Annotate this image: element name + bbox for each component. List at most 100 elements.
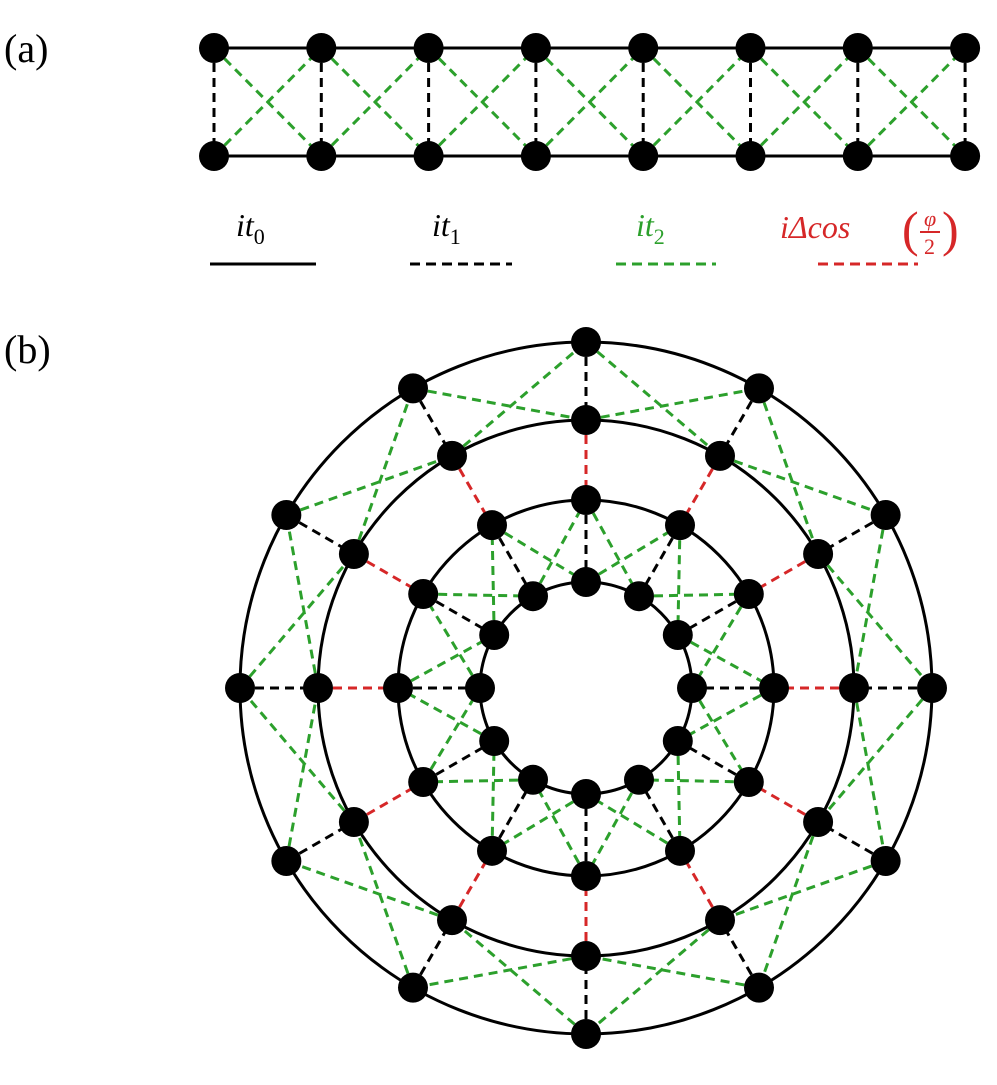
ring-4-site bbox=[571, 779, 601, 809]
ladder-site-bottom bbox=[950, 141, 981, 171]
diagonal-bond bbox=[427, 46, 537, 158]
cross-bond-t2 bbox=[490, 525, 496, 636]
ladder-site-bottom bbox=[842, 141, 873, 171]
diagonal-bond bbox=[320, 46, 430, 158]
cross-bond-t2 bbox=[397, 633, 495, 690]
legend-label-t2: it2 bbox=[636, 207, 665, 249]
ladder-site-top bbox=[199, 33, 229, 63]
cross-bond-t2 bbox=[285, 859, 453, 922]
ring-4-bond bbox=[478, 580, 694, 796]
cross-bond-t2 bbox=[490, 740, 496, 851]
ring-1-site bbox=[398, 972, 428, 1003]
cross-bond-t2 bbox=[451, 918, 587, 1036]
cross-bond-t2 bbox=[285, 454, 453, 517]
diagonal-bond bbox=[534, 46, 645, 158]
cross-bond-t2 bbox=[585, 792, 681, 853]
ring-1-site bbox=[744, 972, 774, 1003]
legend-entry-t1: it1 bbox=[410, 207, 512, 266]
ladder-site-top bbox=[842, 33, 873, 63]
cross-bond-t2 bbox=[585, 340, 721, 458]
cross-bond-t2 bbox=[423, 778, 534, 784]
ring-4-site bbox=[662, 620, 693, 650]
ring-4-site bbox=[662, 726, 693, 756]
ring-2-site bbox=[803, 807, 834, 837]
ring-2-site bbox=[303, 673, 333, 703]
cross-bond-t2 bbox=[757, 387, 820, 555]
ring-4-site bbox=[479, 726, 510, 756]
cross-bond-t2 bbox=[421, 687, 482, 783]
ring-3-site bbox=[383, 673, 413, 703]
cross-bond-t2 bbox=[352, 387, 415, 555]
ring-4-site bbox=[677, 673, 707, 703]
ring-2-site bbox=[437, 440, 467, 471]
cross-bond-t2 bbox=[638, 778, 749, 784]
ring-1-site bbox=[398, 373, 428, 404]
legend-label-delta: iΔcos bbox=[780, 209, 850, 245]
ladder-site-bottom bbox=[199, 141, 229, 171]
ring-3-site bbox=[665, 835, 695, 866]
legend: it0 it1 it2 iΔcos ( φ 2 ) bbox=[210, 201, 959, 266]
ring-3-site bbox=[733, 579, 764, 609]
ladder-site-bottom bbox=[306, 141, 337, 171]
ladder-site-bottom bbox=[520, 141, 551, 171]
cross-bond-t2 bbox=[531, 499, 588, 597]
cross-bond-t2 bbox=[352, 821, 415, 989]
legend-label-t1: it1 bbox=[432, 207, 461, 249]
ring-3-site bbox=[759, 673, 789, 703]
ladder-site-top bbox=[413, 33, 444, 63]
ladder-site-top bbox=[735, 33, 766, 63]
ladder-site-bottom bbox=[628, 141, 659, 171]
cross-bond-t2 bbox=[421, 593, 482, 689]
ring-1-site bbox=[870, 500, 901, 530]
cross-bond-t2 bbox=[638, 592, 749, 598]
ring-2-site bbox=[571, 941, 601, 971]
cross-bond-t2 bbox=[690, 687, 751, 783]
diagonal-bond bbox=[749, 46, 859, 158]
cross-bond-t2 bbox=[676, 740, 682, 851]
cross-bond-t2 bbox=[677, 686, 775, 743]
ring-4-site bbox=[518, 581, 548, 612]
cross-bond-t2 bbox=[531, 779, 588, 877]
ring-3-bond bbox=[396, 498, 776, 878]
cross-bond-t2 bbox=[423, 592, 534, 598]
ring-2-site bbox=[437, 905, 467, 936]
cross-bond-t2 bbox=[677, 633, 775, 690]
ring-3-site bbox=[408, 767, 439, 797]
ladder-site-bottom bbox=[735, 141, 766, 171]
cross-bond-t2 bbox=[816, 687, 934, 823]
ring-4-site bbox=[624, 581, 654, 612]
cross-bond-t2 bbox=[719, 454, 887, 517]
diagonal-bond bbox=[642, 46, 752, 158]
cross-bond-t2 bbox=[397, 686, 495, 743]
ring-2-site bbox=[338, 539, 369, 569]
cross-bond-t2 bbox=[584, 499, 641, 597]
legend-entry-delta: iΔcos ( φ 2 ) bbox=[780, 201, 959, 266]
cross-bond-t2 bbox=[757, 821, 820, 989]
ring-3-site bbox=[477, 835, 507, 866]
ring-1-site bbox=[271, 500, 302, 530]
ring-2-site bbox=[803, 539, 834, 569]
legend-entry-t2: it2 bbox=[616, 207, 716, 266]
ring-2-site bbox=[705, 440, 735, 471]
ring-1-site bbox=[271, 846, 302, 876]
legend-frac-num: φ bbox=[924, 206, 936, 231]
diagonal-bond bbox=[212, 46, 323, 158]
ring-4-site bbox=[571, 567, 601, 597]
ring-3-site bbox=[477, 510, 507, 541]
ring-3-site bbox=[733, 767, 764, 797]
legend-paren-left: ( bbox=[902, 201, 919, 257]
ring-4-site bbox=[624, 764, 654, 795]
ring-3-site bbox=[571, 861, 601, 891]
ring-1-site bbox=[744, 373, 774, 404]
ring-4-site bbox=[465, 673, 495, 703]
cross-bond-t2 bbox=[690, 593, 751, 689]
panel-label-b: (b) bbox=[4, 327, 51, 372]
ring-4-site bbox=[479, 620, 510, 650]
ring-1-bond bbox=[238, 340, 934, 1036]
cross-bond-t2 bbox=[585, 523, 681, 584]
ring-1-site bbox=[571, 1019, 601, 1049]
ring-3-site bbox=[571, 485, 601, 515]
legend-frac-den: 2 bbox=[924, 234, 935, 259]
diagonal-bond bbox=[856, 46, 967, 158]
